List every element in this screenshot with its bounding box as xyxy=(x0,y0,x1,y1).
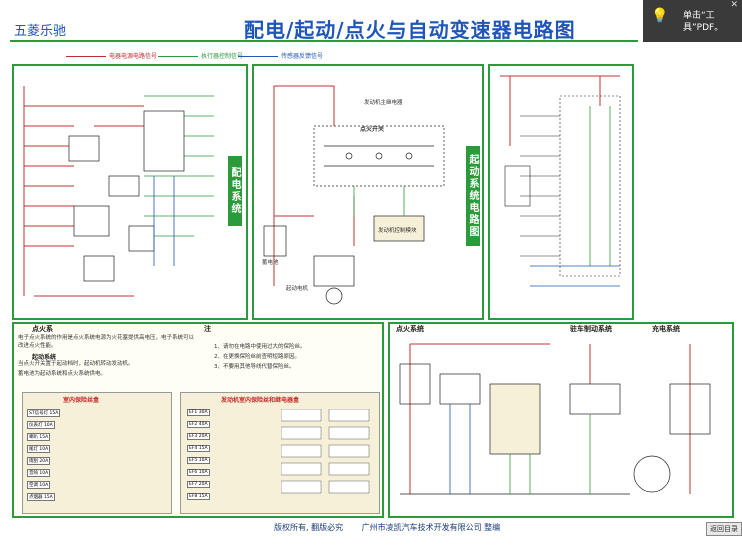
fuse-left-3: 喇叭 15A xyxy=(27,433,51,441)
engine-fuse-box-title: 发动机室内保险丝和继电器盒 xyxy=(221,397,300,404)
notes-caution-title: 注 xyxy=(204,325,211,333)
starter-panel: 点火开关 发动机主继电器 起动电机 蓄电池 发动机控制模块 起动系统电路图 xyxy=(252,64,484,320)
popup-message: 单击“工具”PDF。 xyxy=(683,11,724,33)
engine-fuse-grid xyxy=(281,409,370,494)
fuse-right-8: EF8 15A xyxy=(187,493,210,500)
ignition-brake-charge-panel: 点火系统 驻车制动系统 充电系统 xyxy=(388,322,734,518)
note-caution-1: 1、请勿在电路中使用过大的保险丝。 xyxy=(214,344,306,350)
back-to-contents-button[interactable]: 返回目录 xyxy=(706,522,742,536)
brand-name: 五菱乐驰 xyxy=(14,24,67,39)
power-distribution-panel: 配电系统 xyxy=(12,64,248,320)
footer: 版权所有, 翻版必究 广州市凌凯汽车技术开发有限公司 整编 xyxy=(274,522,500,533)
fuse-left-6: 音响 10A xyxy=(27,469,51,477)
legend-actuator: 执行器控制信号 xyxy=(158,51,243,60)
transmission-panel xyxy=(488,64,634,320)
note-paragraph-2: 当点火开关置于起动档时，起动机转动发动机。 xyxy=(18,361,134,367)
power-diagram xyxy=(23,86,214,297)
fuse-left-5: 雨刮 20A xyxy=(27,457,51,465)
fuse-left-4: 尾灯 10A xyxy=(27,445,51,453)
starter-label: 起动电机 xyxy=(286,286,309,292)
battery-label: 蓄电池 xyxy=(262,260,279,266)
fuse-right-2: EF2 40A xyxy=(187,421,210,428)
close-icon[interactable]: ✕ xyxy=(730,0,738,10)
main-relay-label: 发动机主继电器 xyxy=(364,100,403,106)
brake-section-title: 驻车制动系统 xyxy=(570,325,612,333)
fuse-right-4: EF4 15A xyxy=(187,445,210,452)
fuse-right-7: EF7 20A xyxy=(187,481,210,488)
starter-diagram xyxy=(263,85,445,305)
fuse-right-3: EF3 20A xyxy=(187,433,210,440)
fuse-left-1: ST信号灯 15A xyxy=(27,409,61,417)
tools-popup[interactable]: ✕ 💡 单击“工具”PDF。 xyxy=(643,0,742,42)
note-caution-3: 3、不要用其他导线代替保险丝。 xyxy=(214,364,295,370)
notes-subtitle: 起动系统 xyxy=(32,354,57,361)
interior-fuse-box-title: 室内保险丝盒 xyxy=(63,397,100,404)
page-title: 配电/起动/点火与自动变速器电路图 xyxy=(244,18,576,42)
charge-section-title: 充电系统 xyxy=(652,325,680,333)
ignition-section-title: 点火系统 xyxy=(396,325,424,333)
power-panel-label: 配电系统 xyxy=(228,156,242,226)
ecm-label: 发动机控制模块 xyxy=(378,228,417,234)
ign-switch-label: 点火开关 xyxy=(360,126,385,133)
engine-fuse-box: 发动机室内保险丝和继电器盒 EF1 30A EF2 40A EF3 20A EF… xyxy=(180,392,380,514)
header-divider xyxy=(10,40,638,42)
ignition-diagram xyxy=(399,343,711,495)
fuse-right-5: EF5 10A xyxy=(187,457,210,464)
fuse-left-8: 点烟器 15A xyxy=(27,493,55,501)
fuse-right-6: EF6 10A xyxy=(187,469,210,476)
note-paragraph-1: 电子点火系统的作用是点火系统电源为火花塞提供高电压，电子系统可以改进点火性能。 xyxy=(18,335,195,349)
footer-copyright: 版权所有, 翻版必究 xyxy=(274,523,344,532)
notes-title: 点火系 xyxy=(32,325,53,333)
transmission-diagram xyxy=(500,75,621,287)
fuse-left-7: 空调 10A xyxy=(27,481,51,489)
fuse-notes-panel: 点火系 电子点火系统的作用是点火系统电源为火花塞提供高电压，电子系统可以改进点火… xyxy=(12,322,384,518)
note-paragraph-3: 蓄电池为起动系统和点火系统供电。 xyxy=(18,371,107,377)
start-panel-label: 起动系统电路图 xyxy=(466,146,480,246)
legend-power: 电器电源电路信号 xyxy=(66,51,157,60)
note-caution-2: 2、在更换保险丝前查明短路原因。 xyxy=(214,354,301,360)
legend-sensor: 传感器反馈信号 xyxy=(238,51,323,60)
interior-fuse-box: 室内保险丝盒 ST信号灯 15A 仪表灯 10A 喇叭 15A 尾灯 10A 雨… xyxy=(22,392,172,514)
lightbulb-icon: 💡 xyxy=(651,8,669,24)
fuse-left-2: 仪表灯 10A xyxy=(27,421,55,429)
fuse-right-1: EF1 30A xyxy=(187,409,210,416)
footer-company: 广州市凌凯汽车技术开发有限公司 整编 xyxy=(361,523,501,532)
